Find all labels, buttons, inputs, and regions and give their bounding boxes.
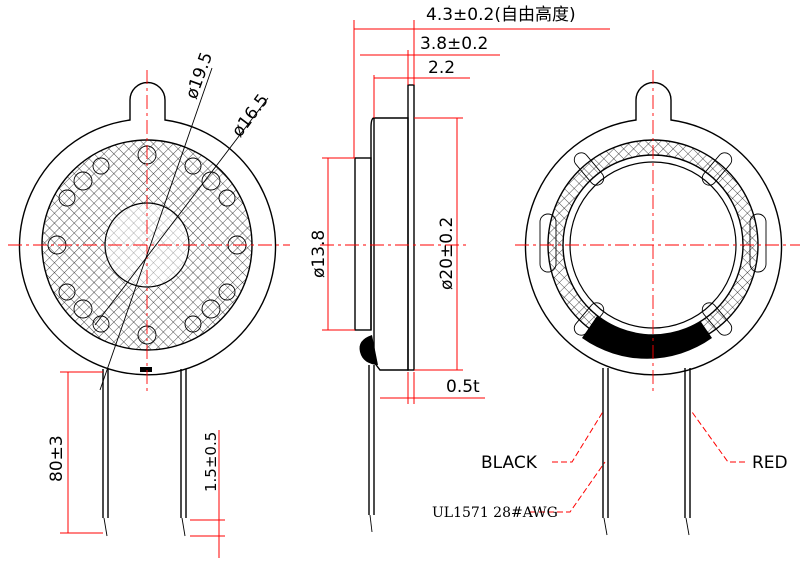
- side-plate: [407, 84, 415, 371]
- front-outer-frame: [18, 81, 277, 376]
- dim-height-38: 3.8±0.2: [420, 34, 488, 54]
- side-body: [373, 117, 409, 371]
- label-wire-spec: UL1571 28#AWG: [432, 505, 558, 521]
- dim-wire-length: 80±3: [47, 435, 67, 482]
- dim-dia-195: ø19.5: [182, 50, 217, 102]
- label-red: RED: [752, 453, 788, 473]
- front-terminal-pad: [140, 367, 152, 372]
- side-magnet: [354, 157, 372, 331]
- back-view: [515, 70, 800, 536]
- back-wires: [602, 368, 691, 536]
- label-black: BLACK: [481, 453, 538, 473]
- dim-height-22: 2.2: [428, 58, 455, 78]
- dim-dia-165: ø16.5: [228, 90, 273, 141]
- dim-dia-20: ø20±0.2: [437, 217, 457, 290]
- front-view: ø19.5 ø16.5 80±3 1.5±0.5: [8, 50, 290, 558]
- side-view: 4.3±0.2(自由高度) 3.8±0.2 2.2 ø13.8 ø20±0.2 …: [309, 5, 610, 533]
- back-outer-frame: [524, 81, 783, 376]
- dim-dia-138: ø13.8: [309, 230, 329, 278]
- back-slots: [539, 152, 767, 336]
- dim-thickness: 0.5t: [446, 377, 480, 397]
- side-terminal: [359, 335, 378, 365]
- front-wires: [102, 369, 187, 537]
- front-vent-holes: [47, 145, 247, 345]
- dim-strip-length: 1.5±0.5: [202, 432, 220, 492]
- dim-free-height: 4.3±0.2(自由高度): [426, 5, 576, 25]
